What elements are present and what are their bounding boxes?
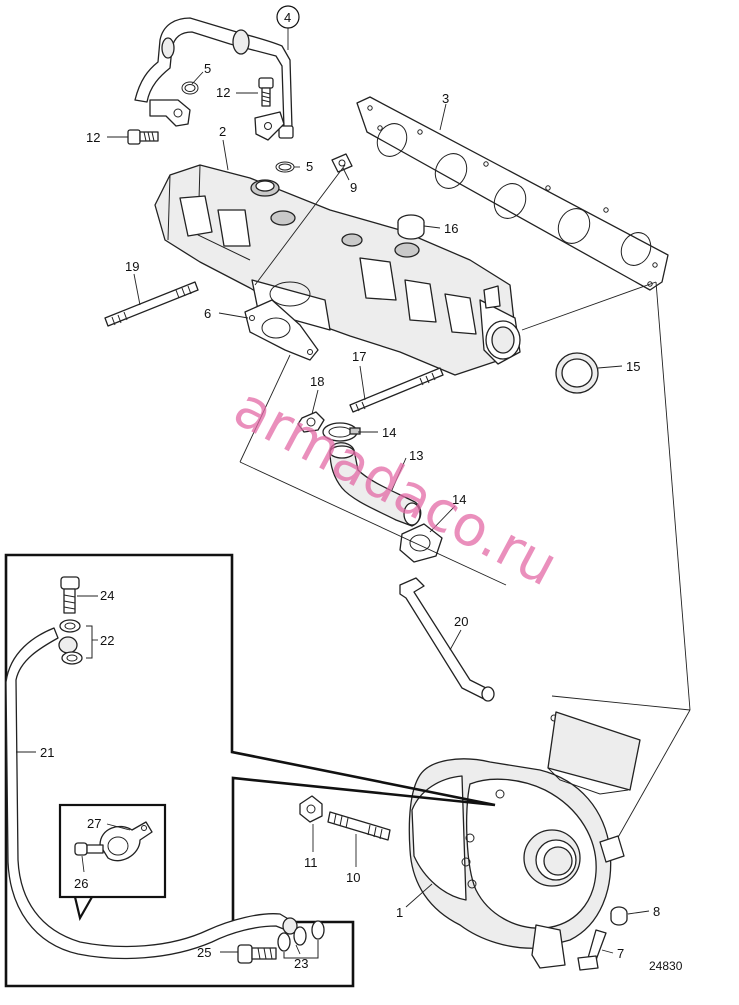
pipe-clip-27 xyxy=(99,821,153,862)
sealing-washers-22 xyxy=(59,619,93,665)
bolt-7 xyxy=(577,929,607,971)
callout-20: 20 xyxy=(454,614,468,629)
oil-pipe-upper xyxy=(134,17,294,141)
callout-5-upper: 5 xyxy=(204,61,211,76)
callout-14-upper: 14 xyxy=(382,425,396,440)
callout-9: 9 xyxy=(350,180,357,195)
callout-18: 18 xyxy=(310,374,324,389)
nut-18 xyxy=(297,411,325,433)
drawing-number: 24830 xyxy=(649,959,683,973)
banjo-bolt-24 xyxy=(60,576,80,614)
bolt-26 xyxy=(74,842,104,856)
clip-detail-frame xyxy=(58,803,167,899)
callout-2: 2 xyxy=(219,124,226,139)
turbocharger xyxy=(408,711,641,969)
callout-25: 25 xyxy=(197,945,211,960)
stud-19 xyxy=(104,281,199,327)
plug-8 xyxy=(610,906,628,926)
callout-11: 11 xyxy=(304,855,318,870)
callout-27: 27 xyxy=(87,816,101,831)
callout-4: 4 xyxy=(284,10,291,25)
callout-8: 8 xyxy=(653,904,660,919)
banjo-bolt-25 xyxy=(237,944,277,964)
seal-ring-upper xyxy=(181,81,199,95)
callout-19: 19 xyxy=(125,259,139,274)
exhaust-manifold xyxy=(154,164,521,376)
hose-13 xyxy=(329,442,422,527)
hose-20 xyxy=(399,577,558,722)
detail-frame xyxy=(4,553,496,988)
seal-ring-lower xyxy=(275,161,295,173)
callout-15: 15 xyxy=(626,359,640,374)
gasket-6 xyxy=(244,299,319,361)
callout-4-circle xyxy=(276,5,300,29)
callout-13: 13 xyxy=(409,448,423,463)
stud-17 xyxy=(349,367,444,413)
clip-detail-pointer xyxy=(73,896,93,921)
callout-22: 22 xyxy=(100,633,114,648)
nut-11 xyxy=(299,795,323,823)
stud-10 xyxy=(327,811,391,841)
callout-26: 26 xyxy=(74,876,88,891)
callout-12-top: 12 xyxy=(216,85,230,100)
callout-labels: 1 2 3 4 5 5 6 7 8 9 10 11 12 12 13 14 14… xyxy=(40,10,660,971)
callout-21: 21 xyxy=(40,745,54,760)
callout-7: 7 xyxy=(617,946,624,961)
watermark-text: armadaco.ru xyxy=(223,375,567,599)
sealing-ring-15 xyxy=(555,352,599,394)
hose-clamp-upper xyxy=(322,422,361,442)
callout-6: 6 xyxy=(204,306,211,321)
reference-lines xyxy=(239,164,691,849)
oil-feed-pipe xyxy=(5,627,298,960)
callout-16: 16 xyxy=(444,221,458,236)
callout-10: 10 xyxy=(346,870,360,885)
bolt-12-left xyxy=(127,129,159,145)
callout-3: 3 xyxy=(442,91,449,106)
callout-14-lower: 14 xyxy=(452,492,466,507)
callout-12-left: 12 xyxy=(86,130,100,145)
callout-1: 1 xyxy=(396,905,403,920)
callout-17: 17 xyxy=(352,349,366,364)
callout-23: 23 xyxy=(294,956,308,971)
sleeve-16 xyxy=(397,214,425,240)
hose-clamp-lower xyxy=(399,523,443,563)
leader-lines xyxy=(16,28,650,955)
washer-9 xyxy=(331,153,353,173)
callout-24: 24 xyxy=(100,588,114,603)
bolt-12-top xyxy=(258,77,274,107)
callout-5-lower: 5 xyxy=(306,159,313,174)
manifold-gasket xyxy=(356,96,669,291)
sealing-washers-23 xyxy=(277,920,325,959)
